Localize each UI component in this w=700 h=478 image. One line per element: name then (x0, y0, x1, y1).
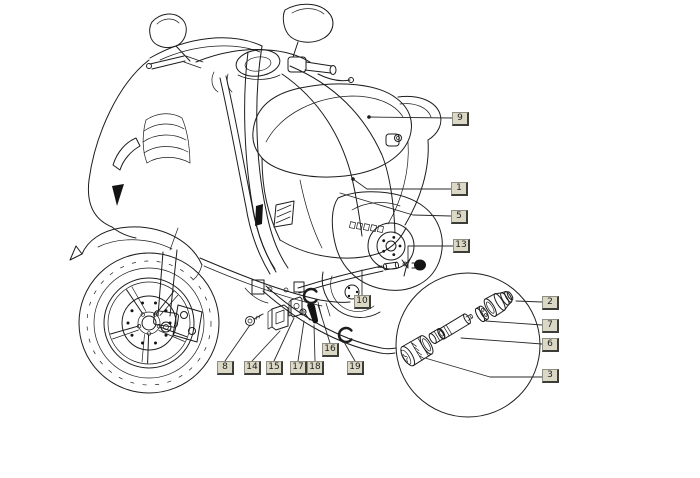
callout-7[interactable]: 7 (542, 319, 559, 333)
front-fork (153, 227, 179, 333)
callout-15[interactable]: 15 (266, 361, 283, 375)
callout-3[interactable]: 3 (542, 369, 559, 383)
part-7-disc (474, 305, 489, 323)
callout-6[interactable]: 6 (542, 338, 559, 352)
callout-1[interactable]: 1 (451, 182, 468, 196)
brake-caliper (172, 304, 203, 343)
front-wheel (78, 252, 220, 394)
callout-16[interactable]: 16 (322, 343, 339, 357)
valve-body (437, 313, 473, 340)
seat (252, 83, 442, 178)
body-panels (199, 139, 429, 319)
engine (321, 191, 443, 319)
callout-17[interactable]: 17 (290, 361, 307, 375)
callout-18[interactable]: 18 (307, 361, 324, 375)
part-3-cap (400, 335, 434, 367)
callout-10[interactable]: 10 (354, 295, 371, 309)
callout-13[interactable]: 13 (453, 239, 470, 253)
part-2-cap (483, 291, 514, 317)
handlebar (146, 49, 354, 93)
mounting-hardware (245, 287, 353, 344)
leader-lines (224, 116, 543, 378)
cable-end-fittings (377, 258, 426, 277)
callout-14[interactable]: 14 (244, 361, 261, 375)
callout-5[interactable]: 5 (451, 210, 468, 224)
detail-inset-circle (395, 272, 541, 418)
mirrors (149, 3, 334, 62)
callout-8[interactable]: 8 (217, 361, 234, 375)
callout-19[interactable]: 19 (347, 361, 364, 375)
callout-9[interactable]: 9 (452, 112, 469, 126)
callout-2[interactable]: 2 (542, 296, 559, 310)
transmission-cables (219, 65, 397, 355)
front-fender (69, 226, 203, 281)
part-6-sleeve (428, 328, 446, 344)
